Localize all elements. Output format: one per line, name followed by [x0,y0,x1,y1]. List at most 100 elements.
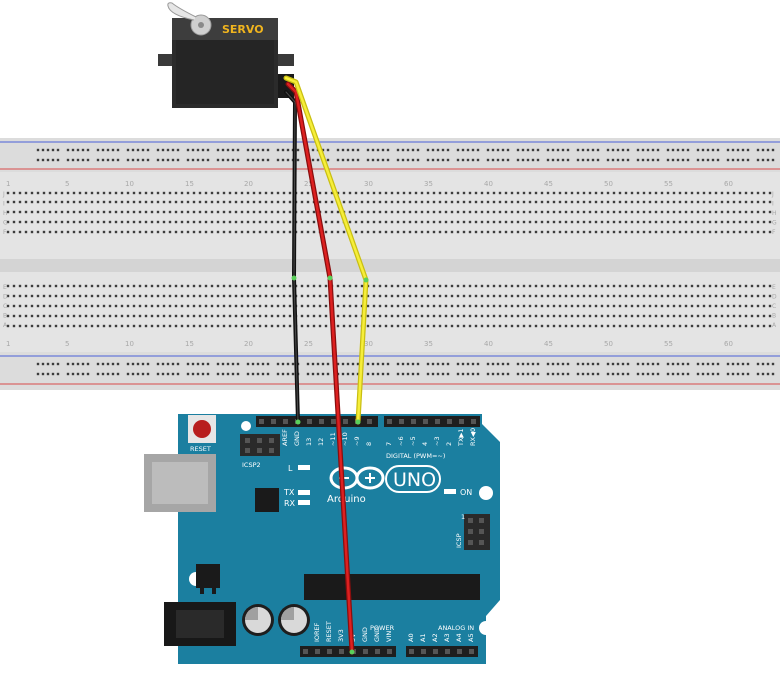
led-l [298,465,310,470]
column-number: 15 [185,180,194,188]
led-tx-label: TX [283,488,295,497]
column-number: 40 [484,340,493,348]
uno-label: UNO [393,469,436,491]
row-letter: H [772,210,777,217]
arduino-uno-board: RESET ICSP2 L TX RX ON Arduino [144,414,500,664]
power-label: POWER [370,624,395,632]
row-letter: C [772,303,776,310]
breadboard-holes [6,148,775,376]
row-letter: A [772,322,777,329]
mount-hole [241,421,251,431]
pin-label: GND [373,627,381,642]
pin-label: ~6 [397,436,405,446]
column-number: 55 [664,340,673,348]
digital-pin-header [256,416,480,427]
pin-label: 12 [317,438,325,446]
pin-label: ~3 [433,436,441,446]
led-rx [298,500,310,505]
column-number: 30 [364,340,373,348]
row-letter: D [772,294,777,301]
row-letter: B [772,313,776,320]
column-number: 15 [185,340,194,348]
voltage-regulator [196,564,220,594]
column-number: 45 [544,340,553,348]
pin-label: A5 [467,633,475,642]
icsp2-label: ICSP2 [242,461,261,469]
pin-label: 2 [445,442,453,446]
column-number: 45 [544,180,553,188]
pin-label: ~5 [409,436,417,446]
reset-label: RESET [190,445,211,453]
row-letter: G [772,220,777,227]
pin-label: ~11 [329,432,337,446]
capacitor-1 [242,604,274,636]
column-number: 20 [244,180,253,188]
pin-label: ~9 [353,436,361,446]
pin-label: A0 [407,633,415,642]
pin-label: GND [293,431,301,446]
row-letter: F [772,229,776,236]
breadboard: 1155101015152020252530303535404045455050… [0,138,780,390]
led-rx-label: RX [284,499,296,508]
pin-label: VIN [385,631,393,642]
row-letter: B [3,313,7,320]
pin-label: A4 [455,633,463,642]
column-number: 60 [724,180,733,188]
pin-label: ~10 [341,432,349,446]
mount-hole [479,621,493,635]
column-number: 1 [6,180,10,188]
pin-label: 13 [305,438,313,446]
servo-label: SERVO [222,23,264,36]
row-letter: A [3,322,8,329]
pin-label: A1 [419,633,427,642]
pin-label: 4 [421,442,429,446]
row-letter: I [772,201,774,208]
breadboard-labels: 1155101015152020252530303535404045455050… [2,180,777,348]
led-on [444,489,456,494]
column-number: 25 [304,180,313,188]
row-letter: J [2,191,5,198]
column-number: 5 [65,180,69,188]
icsp-pin-label: 1 [461,513,465,521]
wires [283,75,369,655]
column-number: 20 [244,340,253,348]
column-number: 50 [604,340,613,348]
pin-label: GND [361,627,369,642]
uno-badge [385,465,441,493]
pin-label: RX◀0 [469,428,477,446]
power-analog-headers [300,646,478,657]
icsp2-header [240,434,280,456]
icsp-label: ICSP [455,533,463,548]
row-letter: I [3,201,5,208]
pin-label: 3V3 [337,629,345,642]
column-number: 5 [65,340,69,348]
pin-label: A2 [431,633,439,642]
column-number: 35 [424,340,433,348]
connection-points [291,275,369,655]
column-number: 25 [304,340,313,348]
led-tx [298,490,310,495]
column-number: 35 [424,180,433,188]
pin-label: TX▶1 [457,428,465,447]
row-letter: E [772,284,776,291]
column-number: 10 [125,340,134,348]
reset-button[interactable] [188,415,216,443]
analog-label: ANALOG IN [438,624,474,632]
column-number: 50 [604,180,613,188]
mount-hole [479,486,493,500]
digital-label: DIGITAL (PWM=~) [386,452,445,460]
pin-label: RESET [325,621,333,642]
row-letter: E [3,284,7,291]
row-letter: D [3,294,8,301]
column-number: 40 [484,180,493,188]
row-letter: H [3,210,8,217]
led-l-label: L [288,464,293,473]
usb-chip [255,488,279,512]
column-number: 30 [364,180,373,188]
pin-label: AREF [281,429,289,446]
led-on-label: ON [460,488,472,497]
capacitor-2 [278,604,310,636]
